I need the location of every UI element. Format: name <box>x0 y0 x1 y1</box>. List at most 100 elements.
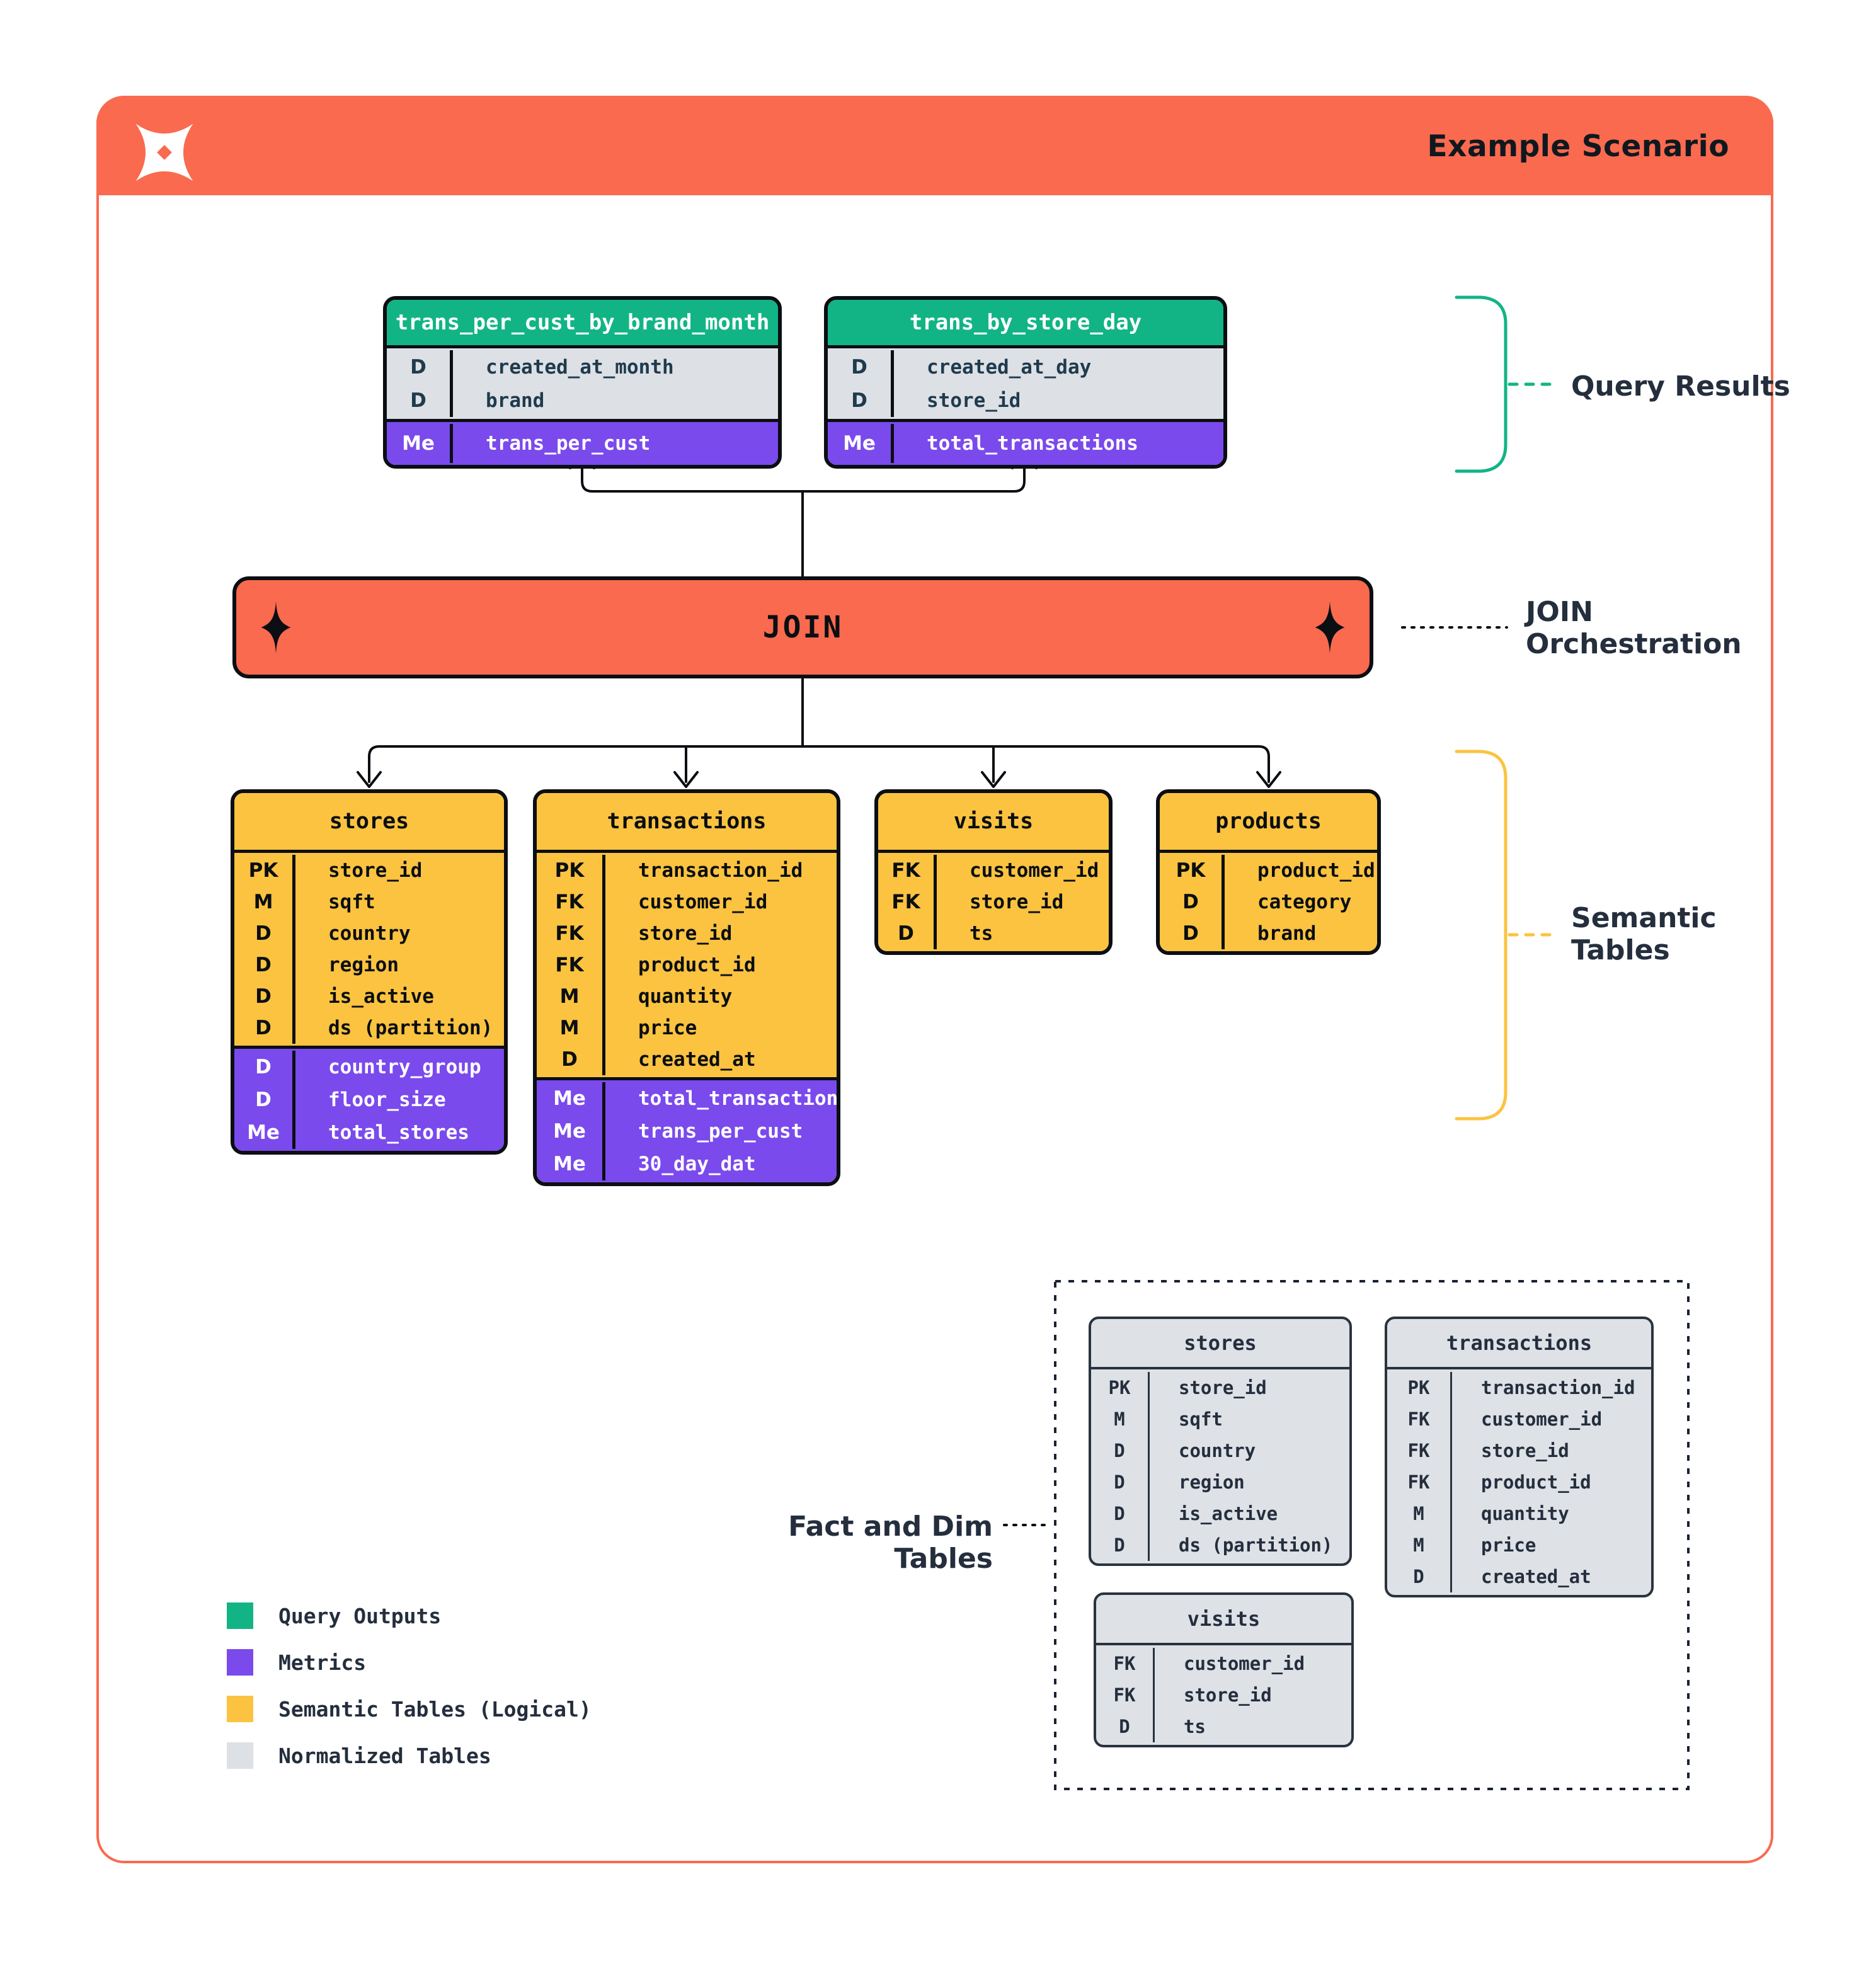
legend-label: Query Outputs <box>278 1603 442 1628</box>
row-key: D <box>234 1083 295 1116</box>
row-field: sqft <box>1179 1408 1223 1430</box>
sparkle-icon <box>261 601 291 654</box>
query-results-label: Query Results <box>1571 370 1790 403</box>
row-key: M <box>1387 1529 1452 1561</box>
row-field: store_id <box>328 859 423 882</box>
row-field: brand <box>486 389 545 412</box>
row-key: FK <box>537 886 605 918</box>
arrow-down-icon <box>673 771 699 788</box>
row-field: is_active <box>1179 1503 1278 1524</box>
pinwheel-logo-icon <box>135 123 193 181</box>
join-orchestration-bar: JOIN <box>232 576 1373 678</box>
join-orchestration-line1: JOIN <box>1526 596 1593 628</box>
row-field: is_active <box>328 985 434 1008</box>
row-field: trans_per_cust <box>638 1120 803 1143</box>
row-key: Me <box>828 424 894 463</box>
table-title: transactions <box>537 793 837 850</box>
row-key: FK <box>537 918 605 949</box>
row-field: ts <box>1184 1716 1206 1737</box>
legend-label: Semantic Tables (Logical) <box>278 1696 592 1722</box>
page-title: Example Scenario <box>1427 129 1729 164</box>
row-key: FK <box>1096 1648 1155 1679</box>
table-title: trans_per_cust_by_brand_month <box>387 300 778 345</box>
row-field: created_at_month <box>486 355 674 379</box>
row-field: sqft <box>328 891 375 913</box>
row-key: D <box>234 981 295 1012</box>
row-key: FK <box>537 949 605 981</box>
row-field: customer_id <box>1481 1408 1603 1430</box>
legend-swatch <box>227 1696 253 1722</box>
row-field: total_stores <box>328 1121 469 1144</box>
join-label: JOIN <box>762 610 844 645</box>
table-row: Me total_stores <box>234 1116 504 1149</box>
row-field: trans_per_cust <box>486 432 651 455</box>
fact-dim-tables-label: Fact and Dim Tables <box>788 1511 993 1575</box>
row-field: floor_size <box>328 1088 446 1111</box>
table-title: transactions <box>1446 1331 1593 1355</box>
row-field: country <box>328 922 411 945</box>
row-key: D <box>1160 918 1225 949</box>
row-field: region <box>1179 1471 1245 1493</box>
row-key: D <box>387 384 453 417</box>
row-key: Me <box>234 1116 295 1149</box>
row-key: D <box>1091 1529 1150 1561</box>
semantic-tables-bracket <box>1455 750 1553 1121</box>
legend-item: Query Outputs <box>227 1592 592 1639</box>
row-field: country_group <box>328 1056 481 1078</box>
row-key: D <box>1387 1561 1452 1592</box>
row-field: transaction_id <box>638 859 803 882</box>
join-orchestration-line2: Orchestration <box>1526 628 1742 661</box>
row-key: M <box>537 1012 605 1044</box>
row-key: M <box>234 886 295 918</box>
row-field: quantity <box>1481 1503 1569 1524</box>
row-field: quantity <box>638 985 733 1008</box>
row-key: M <box>1387 1498 1452 1529</box>
row-key: FK <box>1096 1679 1155 1711</box>
row-key: D <box>828 384 894 417</box>
semantic-tables-label: Semantic Tables <box>1571 902 1717 966</box>
row-key: D <box>1160 886 1225 918</box>
row-key: FK <box>878 886 937 918</box>
row-field: store_id <box>638 922 733 945</box>
row-key: PK <box>234 855 295 886</box>
